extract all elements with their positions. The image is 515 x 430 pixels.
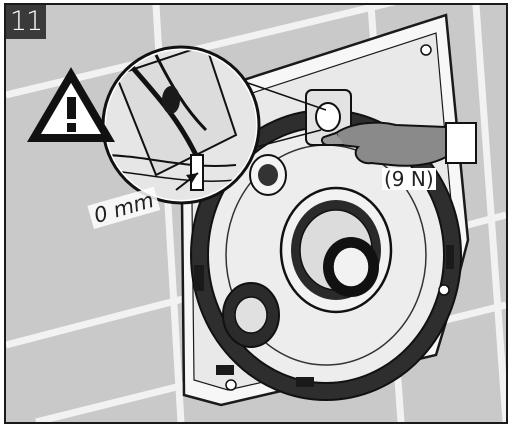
instruction-panel: 11 0 mm (9 N) [4,3,508,424]
step-number: 11 [6,5,46,39]
force-label: (9 N) [382,167,436,191]
hand-drawing [320,121,477,167]
warning-triangle-icon [27,67,115,142]
installation-illustration [6,5,506,422]
